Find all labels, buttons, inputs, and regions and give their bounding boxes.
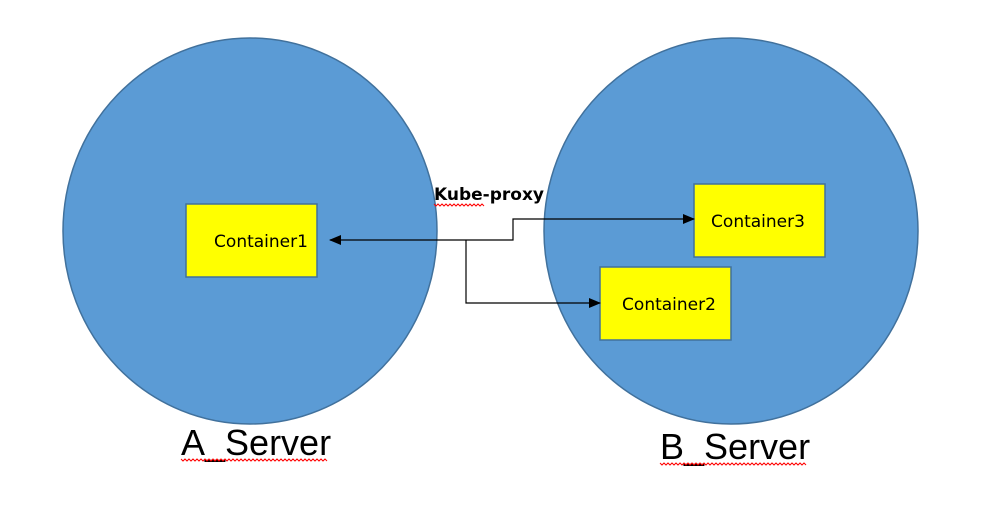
container2-label: Container2 bbox=[622, 295, 716, 315]
container1-label: Container1 bbox=[214, 232, 308, 252]
container1-box bbox=[185, 203, 318, 278]
connector-to-container2 bbox=[465, 240, 601, 308]
a-server-label: A_Server bbox=[181, 422, 331, 463]
kube-proxy-label: Kube-proxy bbox=[434, 185, 544, 205]
b-server-spellcheck-underline bbox=[659, 462, 807, 466]
container2-box bbox=[599, 266, 732, 341]
b-server-label: B_Server bbox=[660, 426, 810, 467]
container3-label: Container3 bbox=[711, 212, 805, 232]
container2-node: Container2 bbox=[599, 266, 732, 341]
connector-container1-to-container3 bbox=[329, 214, 695, 245]
container3-node: Container3 bbox=[693, 183, 826, 258]
kube-proxy-spellcheck-underline bbox=[433, 203, 485, 207]
a-server-spellcheck-underline bbox=[180, 458, 328, 462]
container1-node: Container1 bbox=[185, 203, 318, 278]
